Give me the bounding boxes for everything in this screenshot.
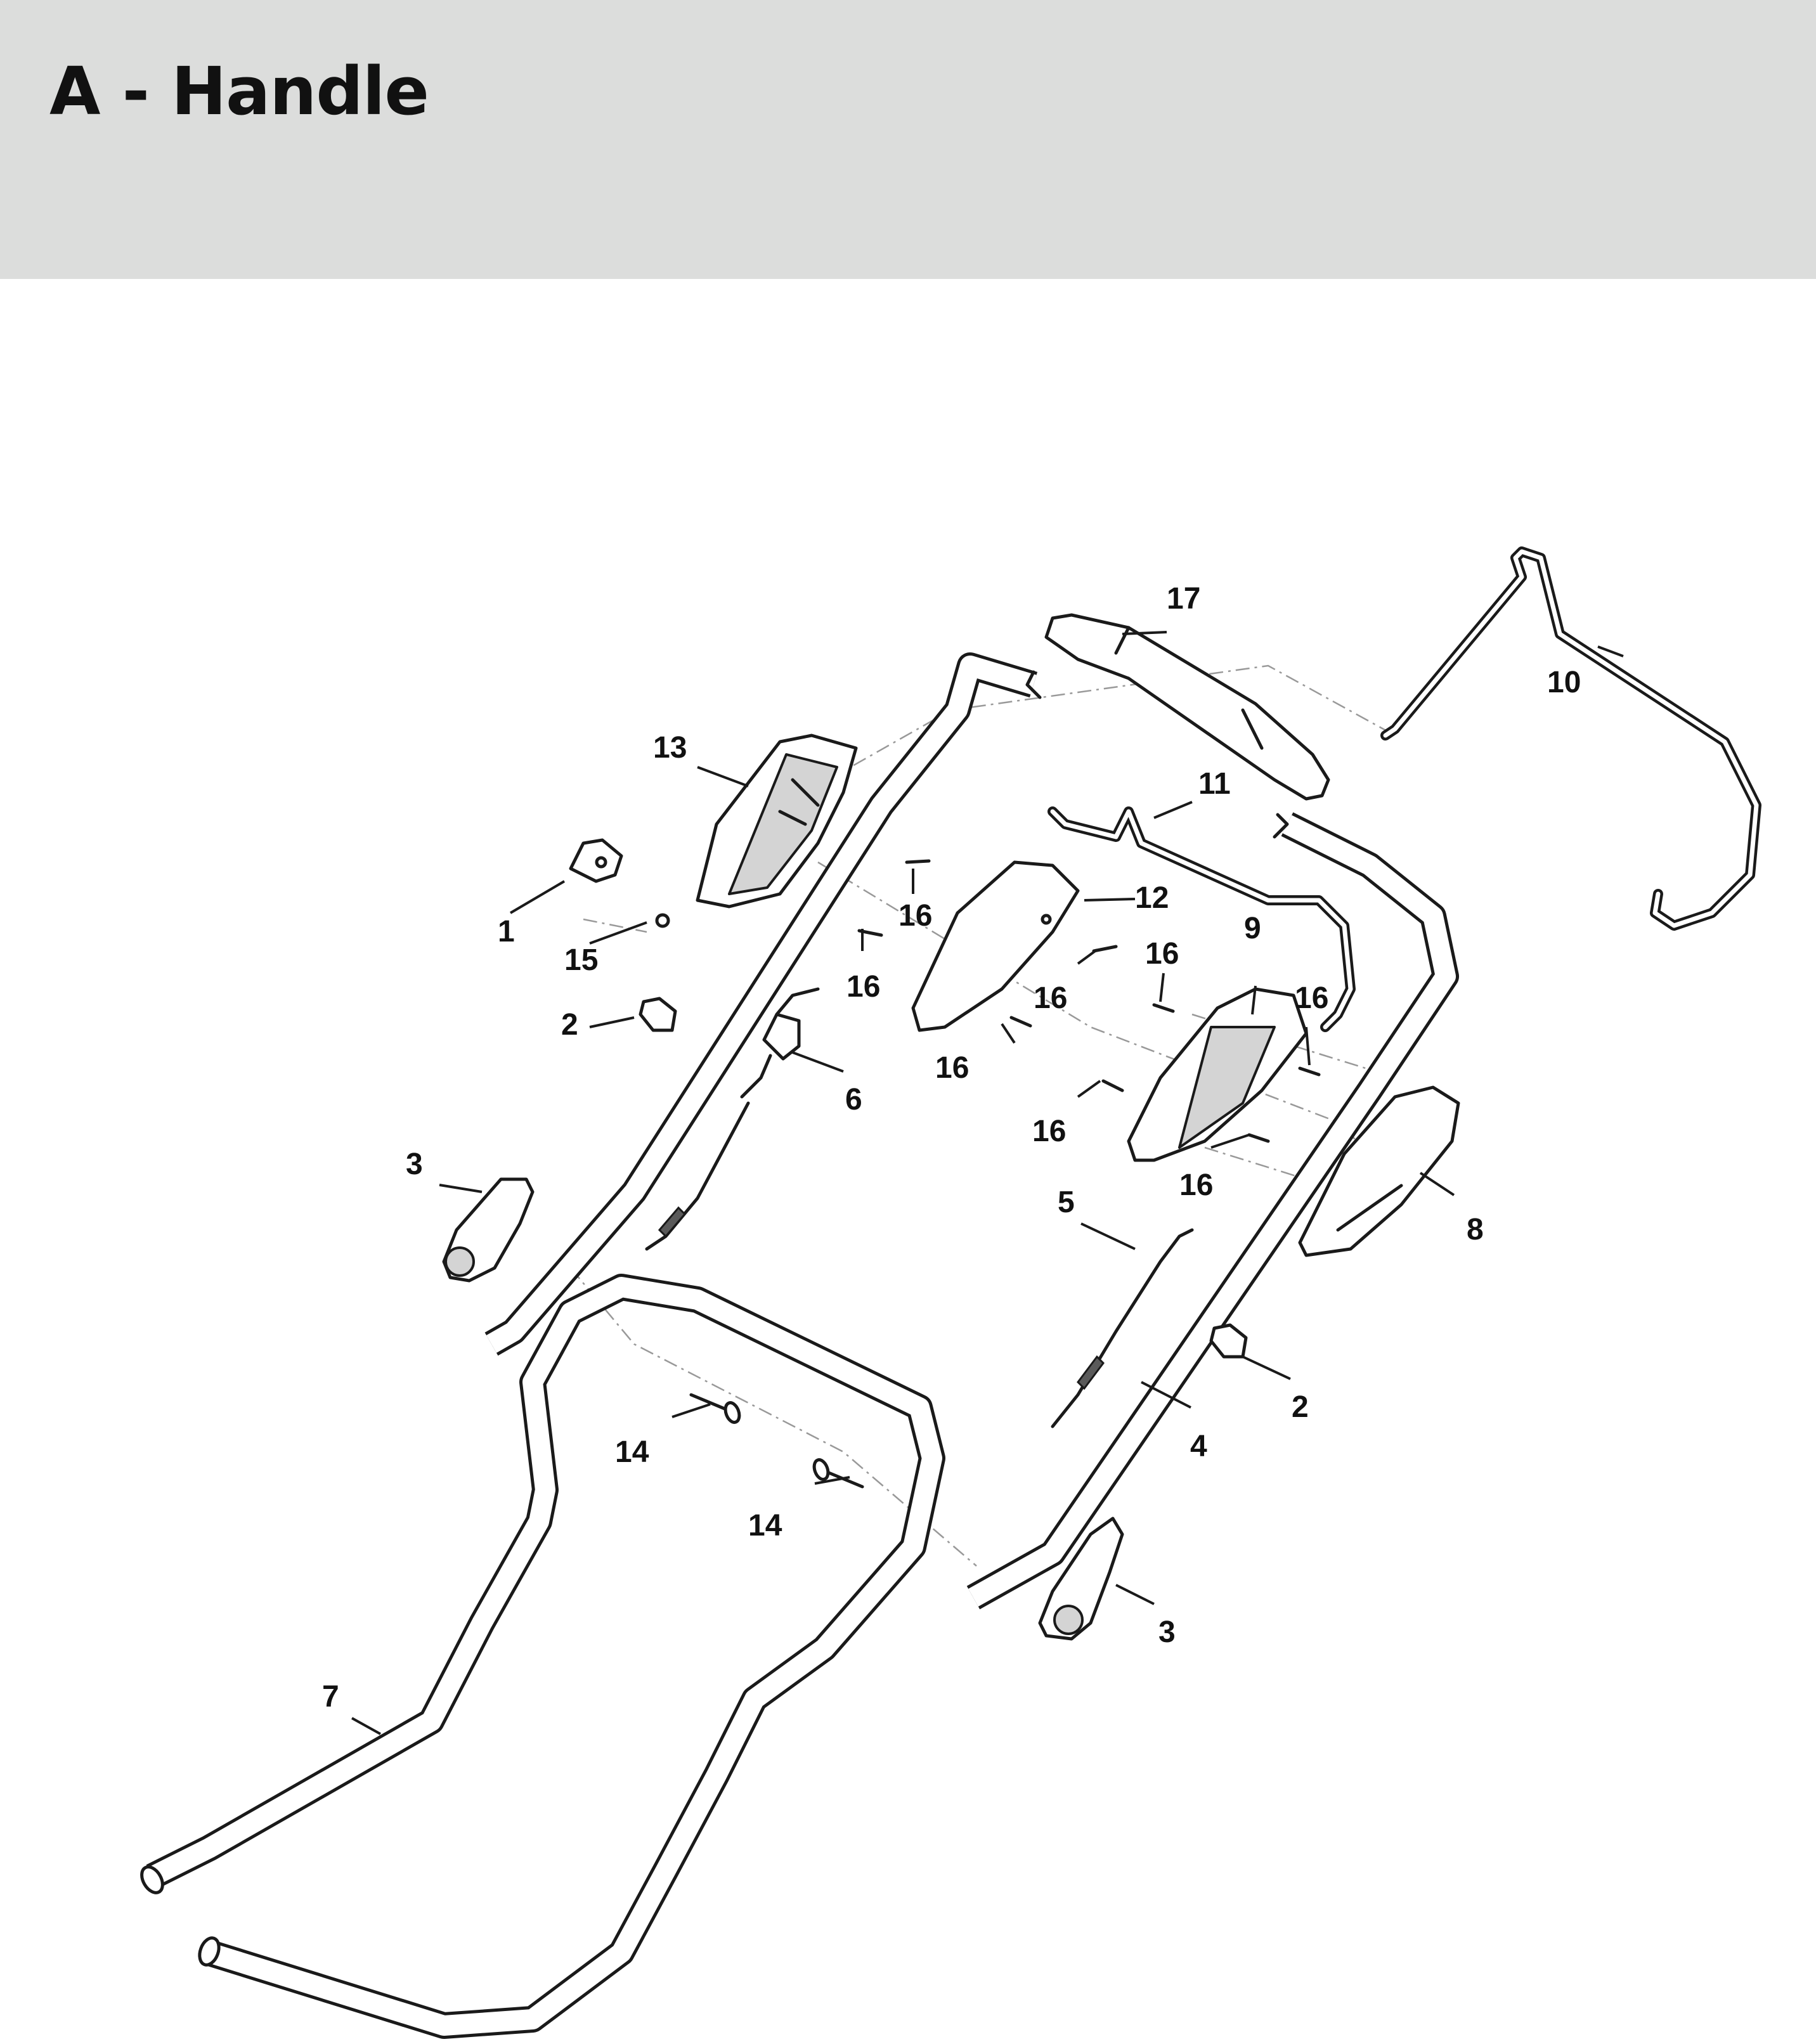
callout-3-right: 3 [1158, 1615, 1176, 1649]
upper-handle-right-part-4 [966, 812, 1459, 1610]
knob-part-2-left [639, 997, 677, 1032]
handle-grip-part-17 [1044, 613, 1330, 801]
callout-6: 6 [845, 1083, 862, 1116]
bolt-part-14-a [689, 1393, 741, 1424]
callout-2-left: 2 [561, 1008, 578, 1042]
knob-part-2-right [1209, 1323, 1248, 1359]
callout-16-a: 16 [898, 899, 932, 933]
callout-16-g: 16 [1032, 1115, 1066, 1148]
callout-labels: 17 10 11 13 12 1 15 9 2 6 3 5 8 2 4 7 14… [322, 582, 1581, 1714]
callout-15: 15 [564, 943, 598, 977]
callout-7: 7 [322, 1680, 339, 1714]
bail-bar-part-10 [1380, 547, 1761, 931]
callout-14-b: 14 [748, 1509, 782, 1543]
callout-16-c: 16 [1034, 981, 1067, 1015]
callout-3-left: 3 [406, 1148, 423, 1181]
screws-part-16 [857, 859, 1321, 1143]
callout-2-right: 2 [1292, 1390, 1309, 1424]
page-title: A - Handle [49, 53, 429, 130]
callout-16-e: 16 [1145, 937, 1179, 971]
callout-10: 10 [1547, 666, 1581, 699]
callout-16-d: 16 [935, 1051, 969, 1085]
cable-part-6 [645, 987, 820, 1251]
clip-part-1 [569, 838, 623, 883]
side-cover-part-8 [1298, 1085, 1460, 1257]
callout-11: 11 [1198, 767, 1231, 801]
callout-16-h: 16 [1179, 1168, 1213, 1202]
callout-1: 1 [498, 915, 515, 948]
callout-8: 8 [1467, 1213, 1484, 1246]
parts-diagram: 17 10 11 13 12 1 15 9 2 6 3 5 8 2 4 7 14… [140, 547, 1761, 2039]
callout-5: 5 [1058, 1186, 1075, 1219]
lever-part-3-left [442, 1177, 535, 1283]
leader-lines [351, 631, 1624, 1735]
wire-clip-part-11 [1047, 806, 1356, 1032]
cable-part-5 [1051, 1228, 1194, 1428]
callout-14-a: 14 [615, 1435, 649, 1469]
header-band: A - Handle [0, 0, 1816, 279]
callout-16-f: 16 [1295, 981, 1328, 1015]
right-cover-part-9 [1127, 987, 1308, 1162]
cover-part-12 [911, 860, 1080, 1032]
callout-9: 9 [1244, 912, 1261, 945]
screw-part-15 [655, 913, 670, 928]
left-cover-part-13 [696, 734, 858, 909]
callout-12: 12 [1135, 881, 1169, 915]
lower-handle-part-7 [140, 1274, 945, 2039]
callout-16-b: 16 [846, 970, 880, 1004]
callout-17: 17 [1167, 582, 1200, 616]
callout-13: 13 [653, 731, 687, 765]
upper-handle-left-tube [484, 652, 1042, 1356]
lever-part-3-right [1038, 1517, 1124, 1641]
callout-4: 4 [1190, 1430, 1207, 1463]
